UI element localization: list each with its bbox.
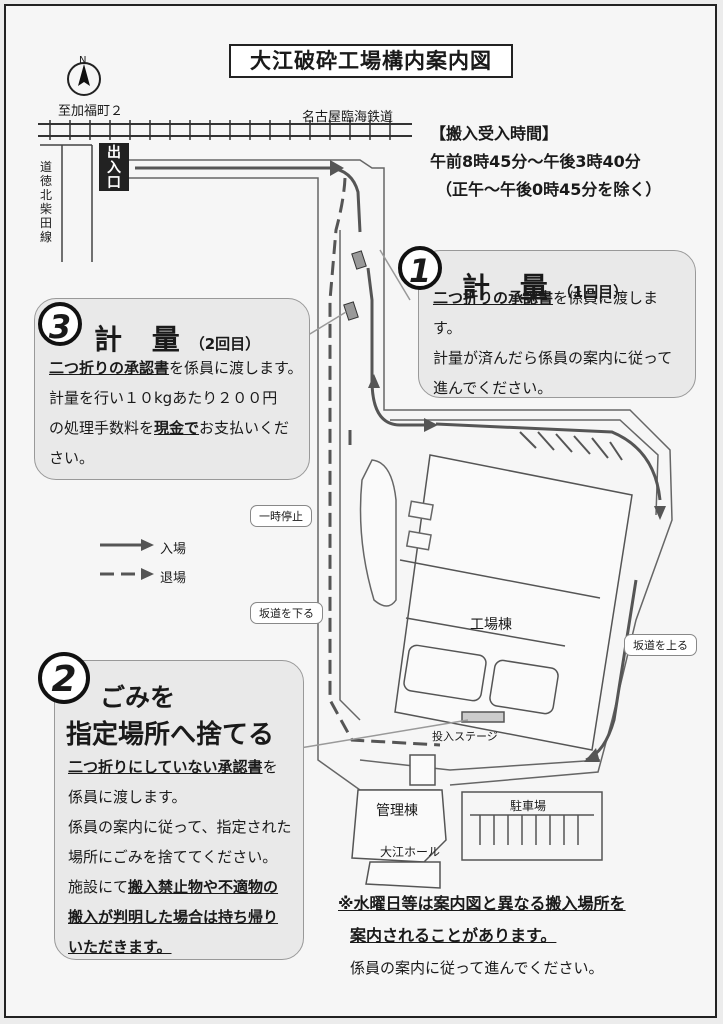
legend-out: 退場 — [160, 571, 187, 586]
step3-heading: 計 量（2回目） — [94, 323, 261, 356]
step2-body: 二つ折りにしていない承認書を 係員に渡します。 係員の案内に従って、指定された … — [68, 752, 308, 962]
north-label: N — [79, 55, 87, 66]
label-admin: 管理棟 — [376, 803, 418, 819]
step2-line2: 係員に渡します。 — [68, 788, 187, 806]
step1-line1: 二つ折りの承認書を係員に渡します。 — [433, 289, 659, 337]
exit-route — [100, 177, 441, 747]
label-railway: 名古屋臨海鉄道 — [302, 110, 394, 125]
step1-heading: 計 量（1回目） — [462, 271, 629, 304]
exit-arrowhead-legend — [141, 568, 154, 580]
tag-slope-down: 坂道を下る — [250, 602, 323, 624]
admin-area — [351, 754, 447, 889]
label-stage: 投入ステージ — [432, 730, 498, 743]
legend-in: 入場 — [160, 542, 187, 557]
parking-lot — [461, 791, 603, 861]
railway-line — [38, 120, 412, 140]
step2-line3: 係員の案内に従って、指定された — [68, 818, 292, 836]
page-title: 大江破砕工場構内案内図 — [229, 44, 513, 78]
step3-bubble: 二つ折りの承認書を係員に渡します。 計量を行い１０kgあたり２００円 の処理手数… — [34, 298, 310, 480]
hours-block: 【搬入受入時間】 午前8時45分～午後3時40分 （正午～午後0時45分を除く） — [430, 120, 661, 204]
tag-slope-up: 坂道を上る — [624, 634, 697, 656]
step3-line1: 二つ折りの承認書を係員に渡します。 — [49, 359, 303, 377]
hours-time: 午前8時45分～午後3時40分 — [430, 152, 641, 171]
step2-line7: いただきます。 — [68, 938, 172, 956]
notice-line2: 案内されることがあります。 — [350, 926, 557, 945]
scale-markers — [343, 250, 367, 321]
factory-building — [394, 454, 633, 751]
step2-bubble — [54, 660, 304, 960]
step2-number: 2 — [38, 652, 90, 704]
notice-line1: ※水曜日等は案内図と異なる搬入場所を — [338, 894, 626, 913]
label-kafukucho: 至加福町２ — [58, 104, 124, 119]
step1-number: 1 — [398, 246, 442, 290]
entry-arrowhead-legend — [141, 539, 154, 551]
step2-line5: 施設にて搬入禁止物や不適物の — [68, 878, 279, 896]
step2-line1: 二つ折りにしていない承認書を — [68, 758, 278, 776]
step1-bubble: 二つ折りの承認書を係員に渡します。 計量が済んだら係員の案内に従って 進んでくだ… — [418, 250, 696, 398]
parking-stripes — [519, 431, 623, 461]
step2-line4: 場所にごみを捨ててください。 — [68, 848, 278, 866]
notice-line3: 係員の案内に従って進んでください。 — [350, 959, 604, 977]
hours-note: （正午～午後0時45分を除く） — [436, 180, 662, 199]
notice-block: ※水曜日等は案内図と異なる搬入場所を 案内されることがあります。 係員の案内に従… — [338, 888, 708, 984]
step3-line3: の処理手数料を現金でお支払いくだ — [49, 419, 290, 437]
label-parking: 駐車場 — [510, 799, 547, 813]
step1-line3: 進んでください。 — [433, 379, 553, 397]
step2-line6: 搬入が判明した場合は持ち帰り — [68, 908, 279, 926]
north-arrow-icon — [67, 62, 101, 96]
step2-title1: ごみを — [100, 683, 176, 712]
step2-title2: 指定場所へ捨てる — [66, 720, 275, 750]
hours-title: 【搬入受入時間】 — [430, 124, 559, 143]
step3-line2: 計量を行い１０kgあたり２００円 — [49, 389, 278, 407]
entry-arrowheads — [330, 160, 666, 762]
step1-line2: 計量が済んだら係員の案内に従って — [433, 349, 673, 367]
step3-line4: さい。 — [49, 449, 95, 467]
entrance-box — [99, 143, 129, 191]
step3-number: 3 — [38, 302, 82, 346]
label-factory: 工場棟 — [470, 617, 512, 633]
label-hall: 大江ホール — [380, 845, 441, 859]
label-road: 道徳北柴田線 — [40, 160, 53, 244]
label-entrance: 出入口 — [107, 145, 121, 191]
parking-islands — [359, 459, 434, 607]
main-road — [40, 144, 93, 262]
tag-stop: 一時停止 — [250, 505, 312, 527]
